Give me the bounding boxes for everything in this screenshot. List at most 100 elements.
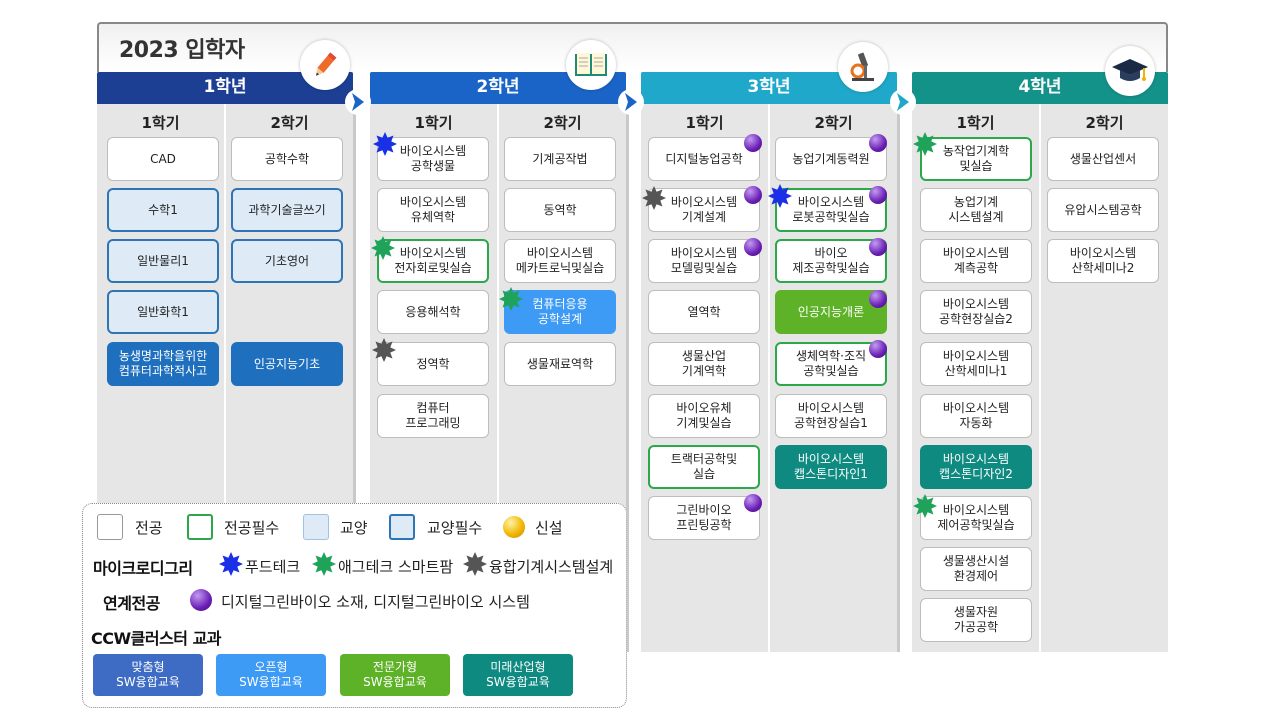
fusion-machine-star-icon [463, 552, 487, 576]
course-card[interactable]: 바이오 제조공학및실습 [775, 239, 887, 283]
course-card[interactable]: 바이오시스템 로봇공학및실습 [775, 188, 887, 232]
course-card[interactable]: 바이오시스템 산학세미나1 [920, 342, 1032, 386]
microdegree-fusion-machine: 융합기계시스템설계 [489, 558, 614, 576]
course-card[interactable]: 정역학 [377, 342, 489, 386]
course-card[interactable]: 일반물리1 [107, 239, 219, 283]
course-card[interactable]: 생물자원 가공공학 [920, 598, 1032, 642]
semester-label: 2학기 [1085, 114, 1124, 132]
ccw-custom-tile: 맞춤형 SW융합교육 [93, 654, 203, 696]
course-card[interactable]: 바이오시스템 모델링및실습 [648, 239, 760, 283]
course-card[interactable]: 인공지능기초 [231, 342, 343, 386]
course-card[interactable]: 바이오시스템 제어공학및실습 [920, 496, 1032, 540]
linked-major-dot-icon [744, 238, 762, 256]
ccw-open-tile: 오픈형 SW융합교육 [216, 654, 326, 696]
legend-liberal-required-swatch [389, 514, 415, 540]
new-course-dot-icon [503, 516, 525, 538]
course-card[interactable]: 일반화학1 [107, 290, 219, 334]
semester-divider [224, 104, 226, 652]
course-card[interactable]: 응용해석학 [377, 290, 489, 334]
course-card[interactable]: 그린바이오 프린팅공학 [648, 496, 760, 540]
course-card[interactable]: 바이오시스템 자동화 [920, 394, 1032, 438]
microdegree-title: 마이크로디그리 [93, 559, 193, 578]
semester-label: 1학기 [956, 114, 995, 132]
semester-label: 1학기 [414, 114, 453, 132]
pencil-icon [300, 40, 350, 90]
legend-major-required-label: 전공필수 [224, 519, 280, 537]
course-card[interactable]: 기계공작법 [504, 137, 616, 181]
course-card[interactable]: 기초영어 [231, 239, 343, 283]
course-card[interactable]: 바이오시스템 전자회로및실습 [377, 239, 489, 283]
food-tech-star-icon [373, 132, 397, 156]
course-card[interactable]: CAD [107, 137, 219, 181]
semester-label: 1학기 [685, 114, 724, 132]
course-card[interactable]: 수학1 [107, 188, 219, 232]
course-card[interactable]: 바이오유체 기계및실습 [648, 394, 760, 438]
course-card[interactable]: 생물산업 기계역학 [648, 342, 760, 386]
course-card[interactable]: 트랙터공학및 실습 [648, 445, 760, 489]
course-card[interactable]: 바이오시스템 공학현장실습1 [775, 394, 887, 438]
semester-divider [1039, 104, 1041, 652]
semester-divider [497, 104, 499, 652]
page-title: 2023 입학자 [119, 38, 245, 63]
linked-major-title: 연계전공 [103, 594, 160, 613]
column-shadow [353, 104, 356, 652]
course-card[interactable]: 농작업기계학 및실습 [920, 137, 1032, 181]
graduation-cap-icon [1105, 46, 1155, 96]
linked-major-dot-icon [869, 290, 887, 308]
semester-label: 2학기 [270, 114, 309, 132]
course-card[interactable]: 바이오시스템 산학세미나2 [1047, 239, 1159, 283]
linked-major-dot-icon [869, 134, 887, 152]
course-card[interactable]: 컴퓨터응용 공학설계 [504, 290, 616, 334]
course-card[interactable]: 바이오시스템 캡스톤디자인1 [775, 445, 887, 489]
legend-major-label: 전공 [135, 519, 163, 537]
microscope-icon [838, 42, 888, 92]
course-card[interactable]: 생체역학·조직 공학및실습 [775, 342, 887, 386]
semester-label: 2학기 [543, 114, 582, 132]
legend-major-required-swatch [187, 514, 213, 540]
column-shadow [897, 104, 900, 652]
course-card[interactable]: 열역학 [648, 290, 760, 334]
course-card[interactable]: 농업기계 시스템설계 [920, 188, 1032, 232]
column-shadow [626, 104, 629, 652]
linked-major-dot-icon [869, 340, 887, 358]
course-card[interactable]: 바이오시스템 기계설계 [648, 188, 760, 232]
course-card[interactable]: 바이오시스템 캡스톤디자인2 [920, 445, 1032, 489]
agtech-star-icon [499, 287, 523, 311]
linked-major-dot-icon [190, 589, 212, 611]
title-bar: 2023 입학자 [97, 22, 1168, 72]
course-card[interactable]: 디지털농업공학 [648, 137, 760, 181]
course-card[interactable]: 바이오시스템 공학현장실습2 [920, 290, 1032, 334]
linked-major-dot-icon [744, 494, 762, 512]
course-card[interactable]: 바이오시스템 유체역학 [377, 188, 489, 232]
course-card[interactable]: 공학수학 [231, 137, 343, 181]
linked-major-dot-icon [869, 238, 887, 256]
ccw-expert-tile: 전문가형 SW융합교육 [340, 654, 450, 696]
course-card[interactable]: 인공지능개론 [775, 290, 887, 334]
course-card[interactable]: 바이오시스템 메카트로닉및실습 [504, 239, 616, 283]
semester-label: 1학기 [141, 114, 180, 132]
agtech-star-icon [312, 552, 336, 576]
course-card[interactable]: 생물산업센서 [1047, 137, 1159, 181]
course-card[interactable]: 과학기술글쓰기 [231, 188, 343, 232]
legend-major-swatch [97, 514, 123, 540]
legend-liberal-required-label: 교양필수 [427, 519, 483, 537]
book-icon [566, 40, 616, 90]
course-card[interactable]: 생물재료역학 [504, 342, 616, 386]
linked-major-text: 디지털그린바이오 소재, 디지털그린바이오 시스템 [221, 593, 530, 611]
course-card[interactable]: 동역학 [504, 188, 616, 232]
microdegree-agtech: 애그테크 스마트팜 [338, 558, 454, 576]
course-card[interactable]: 농업기계동력원 [775, 137, 887, 181]
ccw-title: CCW클러스터 교과 [91, 629, 222, 648]
food-tech-star-icon [768, 184, 792, 208]
legend-liberal-label: 교양 [340, 519, 368, 537]
agtech-star-icon [913, 494, 937, 518]
course-card[interactable]: 컴퓨터 프로그래밍 [377, 394, 489, 438]
course-card[interactable]: 바이오시스템 계측공학 [920, 239, 1032, 283]
chevron-right-icon [345, 89, 371, 115]
ccw-future-tile: 미래산업형 SW융합교육 [463, 654, 573, 696]
course-card[interactable]: 농생명과학을위한 컴퓨터과학적사고 [107, 342, 219, 386]
legend-new-label: 신설 [535, 519, 563, 537]
food-tech-star-icon [219, 552, 243, 576]
course-card[interactable]: 유압시스템공학 [1047, 188, 1159, 232]
course-card[interactable]: 생물생산시설 환경제어 [920, 547, 1032, 591]
